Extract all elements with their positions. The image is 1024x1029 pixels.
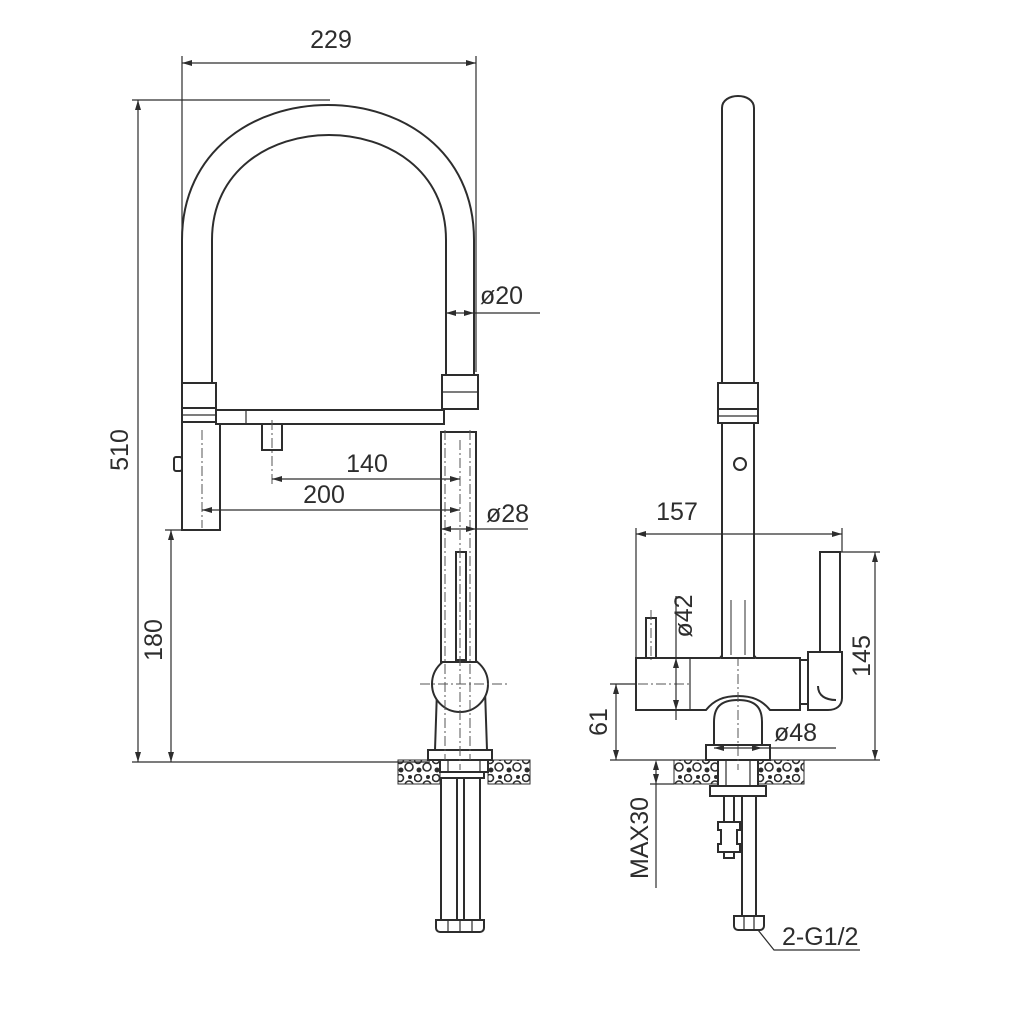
dim-lever-height-label: 145 <box>848 635 876 677</box>
front-spray-head <box>173 374 479 531</box>
front-countertop <box>397 759 531 785</box>
dim-hose-diameter-label: ø20 <box>480 282 523 310</box>
side-hoses <box>709 785 767 931</box>
side-spout <box>717 95 759 659</box>
dim-body-diameter-label: ø28 <box>486 500 529 528</box>
front-hoses <box>435 771 485 933</box>
dim-connection-label: 2-G1/2 <box>782 923 858 951</box>
front-view: 229 510 180 140 200 ø20 ø28 <box>106 26 540 933</box>
front-dimensions <box>132 56 540 763</box>
side-body <box>620 440 843 770</box>
dim-width-label: 229 <box>310 26 352 54</box>
dim-body-diameter-side-label: ø48 <box>774 719 817 747</box>
front-body <box>420 430 510 770</box>
dim-depth-label: 157 <box>656 498 698 526</box>
front-spout-arc <box>181 104 475 385</box>
dim-spout-outer-label: 200 <box>303 481 345 509</box>
side-countertop <box>673 759 805 787</box>
dim-base-height-label: 61 <box>585 708 613 736</box>
side-view: 157 145 ø42 61 ø48 MAX30 2-G1/2 <box>585 95 880 951</box>
dim-max-thickness-label: MAX30 <box>626 797 654 879</box>
dim-sprayer-height-label: 180 <box>140 619 168 661</box>
side-dimensions <box>610 528 880 951</box>
dim-base-diameter-label: ø42 <box>670 594 698 637</box>
dim-height-label: 510 <box>106 429 134 471</box>
dim-spout-inner-label: 140 <box>346 450 388 478</box>
